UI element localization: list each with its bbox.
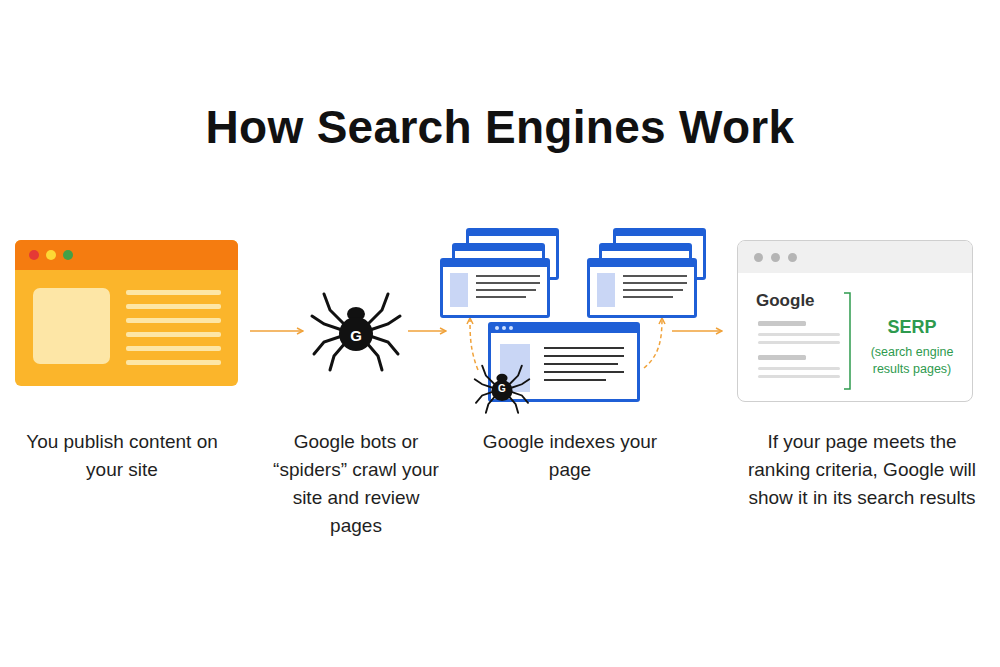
- window-dot: [788, 253, 797, 262]
- serp-window: GoogleSERP (search engine results pages): [737, 240, 973, 402]
- diagram-title: How Search Engines Work: [0, 100, 1000, 154]
- site-window: [15, 240, 238, 386]
- window-dot: [754, 253, 763, 262]
- serp-decor: [738, 241, 974, 403]
- step-caption: Google indexes your page: [470, 428, 670, 484]
- google-wordmark: Google: [756, 291, 840, 311]
- serp-description: (search engine results pages): [856, 344, 968, 378]
- step-caption: If your page meets the ranking criteria,…: [745, 428, 979, 512]
- spider-icon: [312, 294, 400, 370]
- serp-label: SERP: [856, 317, 968, 338]
- window-dot: [771, 253, 780, 262]
- spider-icon: [475, 366, 530, 413]
- index-pages: [440, 228, 706, 402]
- step-caption: You publish content on your site: [22, 428, 222, 484]
- window-bar: [738, 241, 972, 273]
- step-caption: Google bots or “spiders” crawl your site…: [268, 428, 444, 540]
- spider-logo-letter: G: [346, 327, 366, 345]
- spider-logo-letter: G: [492, 383, 512, 395]
